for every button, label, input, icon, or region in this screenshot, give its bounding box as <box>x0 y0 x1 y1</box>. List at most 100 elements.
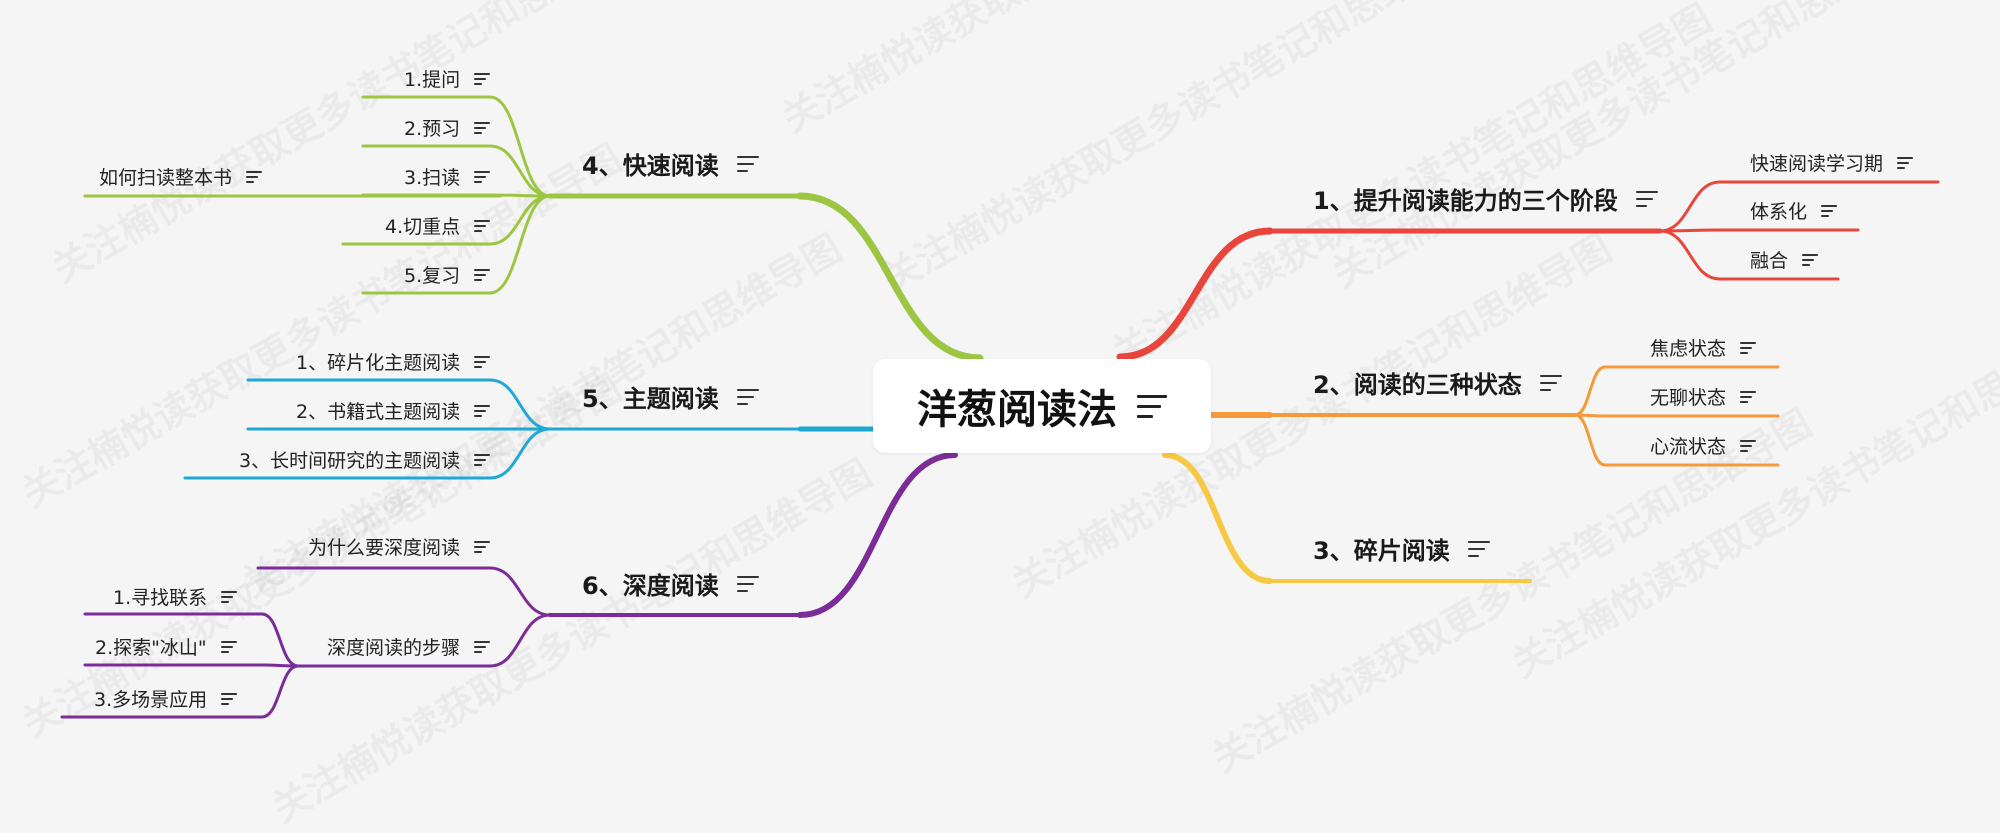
branch-connector <box>488 144 552 198</box>
branch-connector <box>488 613 552 668</box>
notes-icon[interactable] <box>1802 253 1819 266</box>
notes-icon[interactable] <box>1897 156 1914 169</box>
topic-label: 2、书籍式主题阅读 <box>296 400 461 423</box>
subtopic-node[interactable]: 体系化 <box>1750 197 1838 224</box>
notes-icon[interactable] <box>736 155 759 172</box>
subtopic-node[interactable]: 如何扫读整本书 <box>99 163 263 190</box>
notes-icon[interactable] <box>474 219 491 232</box>
topic-label: 为什么要深度阅读 <box>308 536 461 559</box>
topic-label: 2.预习 <box>404 117 461 140</box>
branch-connector <box>1162 452 1273 584</box>
notes-icon[interactable] <box>474 170 491 183</box>
subtopic-node[interactable]: 1.提问 <box>404 65 491 92</box>
topic-label: 6、深度阅读 <box>582 571 719 600</box>
branch-connector <box>488 95 552 198</box>
subtopic-node[interactable]: 焦虑状态 <box>1650 334 1757 361</box>
branch-connector <box>1573 365 1607 417</box>
branch-topic[interactable]: 1、提升阅读能力的三个阶段 <box>1313 181 1658 216</box>
branch-connector <box>488 194 552 295</box>
topic-label: 4、快速阅读 <box>582 151 719 180</box>
notes-icon[interactable] <box>1821 204 1838 217</box>
subtopic-node[interactable]: 2.预习 <box>404 114 491 141</box>
topic-label: 如何扫读整本书 <box>99 166 233 189</box>
subtopic-node[interactable]: 快速阅读学习期 <box>1750 149 1914 176</box>
subtopic-node[interactable]: 心流状态 <box>1650 432 1757 459</box>
notes-icon[interactable] <box>1539 374 1562 391</box>
branch-connector <box>488 378 552 431</box>
topic-label: 4.切重点 <box>385 215 461 238</box>
branch-topic[interactable]: 6、深度阅读 <box>582 566 759 601</box>
topic-label: 1、提升阅读能力的三个阶段 <box>1313 186 1618 215</box>
notes-icon[interactable] <box>246 170 263 183</box>
branch-connector <box>1658 228 1722 233</box>
notes-icon[interactable] <box>221 590 238 603</box>
notes-icon[interactable] <box>474 72 491 85</box>
subtopic-node[interactable]: 深度阅读的步骤 <box>327 633 491 660</box>
notes-icon[interactable] <box>221 692 238 705</box>
branch-connector <box>260 612 300 668</box>
branch-topic[interactable]: 5、主题阅读 <box>582 379 759 414</box>
topic-label: 快速阅读学习期 <box>1750 152 1884 175</box>
topic-label: 1.寻找联系 <box>113 586 208 609</box>
branch-connector <box>260 663 300 668</box>
topic-label: 焦虑状态 <box>1650 337 1727 360</box>
topic-label: 5、主题阅读 <box>582 384 719 413</box>
notes-icon[interactable] <box>1635 190 1658 207</box>
notes-icon[interactable] <box>736 388 759 405</box>
branch-connector <box>1658 180 1722 233</box>
topic-label: 心流状态 <box>1650 435 1727 458</box>
subtopic-node[interactable]: 4.切重点 <box>385 212 491 239</box>
branch-connector <box>488 427 552 480</box>
subtopic-node[interactable]: 2.探索"冰山" <box>95 633 237 660</box>
branch-connector <box>488 194 552 246</box>
branch-topic[interactable]: 3、碎片阅读 <box>1313 531 1490 566</box>
subtopic-node[interactable]: 无聊状态 <box>1650 383 1757 410</box>
subtopic-node[interactable]: 5.复习 <box>404 261 491 288</box>
topic-label: 2、阅读的三种状态 <box>1313 370 1522 399</box>
branch-connector <box>797 452 958 618</box>
subtopic-node[interactable]: 3.多场景应用 <box>94 685 238 712</box>
root-node[interactable]: 洋葱阅读法 <box>873 359 1211 453</box>
notes-icon[interactable] <box>474 121 491 134</box>
notes-icon[interactable] <box>1740 341 1757 354</box>
notes-icon[interactable] <box>474 404 491 417</box>
notes-icon[interactable] <box>474 268 491 281</box>
notes-icon[interactable] <box>474 453 491 466</box>
subtopic-node[interactable]: 2、书籍式主题阅读 <box>296 397 491 424</box>
mindmap-connectors <box>60 95 1940 719</box>
topic-label: 5.复习 <box>404 264 461 287</box>
branch-connector <box>260 664 300 719</box>
subtopic-node[interactable]: 1.寻找联系 <box>113 583 238 610</box>
topic-label: 3、碎片阅读 <box>1313 536 1450 565</box>
subtopic-node[interactable]: 为什么要深度阅读 <box>308 533 491 560</box>
topic-label: 3.多场景应用 <box>94 688 208 711</box>
notes-icon[interactable] <box>1137 394 1167 418</box>
topic-label: 1.提问 <box>404 68 461 91</box>
notes-icon[interactable] <box>474 540 491 553</box>
branch-connector <box>488 566 552 617</box>
branch-topic[interactable]: 4、快速阅读 <box>582 146 759 181</box>
topic-label: 融合 <box>1750 249 1789 272</box>
branch-topic[interactable]: 2、阅读的三种状态 <box>1313 365 1562 400</box>
notes-icon[interactable] <box>736 575 759 592</box>
subtopic-node[interactable]: 融合 <box>1750 246 1819 273</box>
branch-connector <box>1573 413 1607 467</box>
topic-label: 3、长时间研究的主题阅读 <box>239 449 461 472</box>
branch-connector <box>1116 227 1274 361</box>
subtopic-node[interactable]: 3.扫读 <box>404 163 491 190</box>
topic-label: 无聊状态 <box>1650 386 1727 409</box>
topic-label: 2.探索"冰山" <box>95 636 207 659</box>
subtopic-node[interactable]: 3、长时间研究的主题阅读 <box>239 446 491 473</box>
notes-icon[interactable] <box>474 355 491 368</box>
topic-label: 深度阅读的步骤 <box>327 636 461 659</box>
notes-icon[interactable] <box>220 640 237 653</box>
root-title: 洋葱阅读法 <box>917 387 1117 433</box>
branch-connector <box>796 192 984 362</box>
notes-icon[interactable] <box>474 640 491 653</box>
notes-icon[interactable] <box>1740 390 1757 403</box>
topic-label: 3.扫读 <box>404 166 461 189</box>
topic-label: 1、碎片化主题阅读 <box>296 351 461 374</box>
subtopic-node[interactable]: 1、碎片化主题阅读 <box>296 348 491 375</box>
notes-icon[interactable] <box>1740 439 1757 452</box>
notes-icon[interactable] <box>1467 540 1490 557</box>
